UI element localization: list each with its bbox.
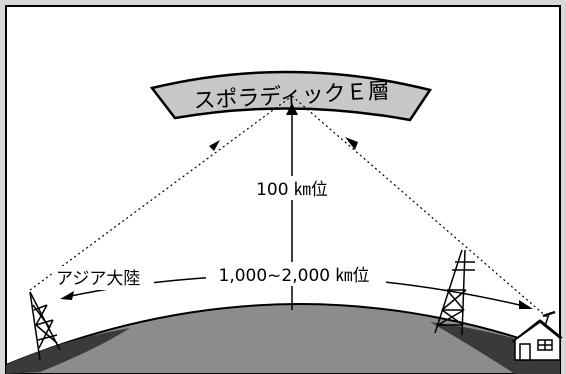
right-antenna-tower bbox=[434, 249, 475, 336]
origin-label-bg bbox=[52, 266, 154, 290]
distance-label-bg bbox=[206, 262, 386, 286]
earth-surface bbox=[5, 303, 561, 374]
wave-path-up bbox=[29, 95, 293, 291]
left-antenna-tower bbox=[29, 291, 61, 361]
origin-label: アジア大陸 bbox=[56, 269, 140, 289]
wave-path-down bbox=[291, 95, 549, 319]
left-land-shadow bbox=[6, 328, 130, 374]
distance-label: 1,000~2,000 ㎞位 bbox=[219, 266, 370, 286]
distance-arrow-head-left bbox=[60, 291, 74, 300]
wave-path-up-arrow bbox=[209, 140, 220, 151]
height-label: 100 ㎞位 bbox=[256, 180, 328, 200]
house-icon bbox=[511, 310, 563, 361]
height-label-bg bbox=[248, 176, 336, 200]
wave-path-down-arrow bbox=[345, 137, 358, 150]
distance-arrow-head-right bbox=[519, 300, 533, 309]
